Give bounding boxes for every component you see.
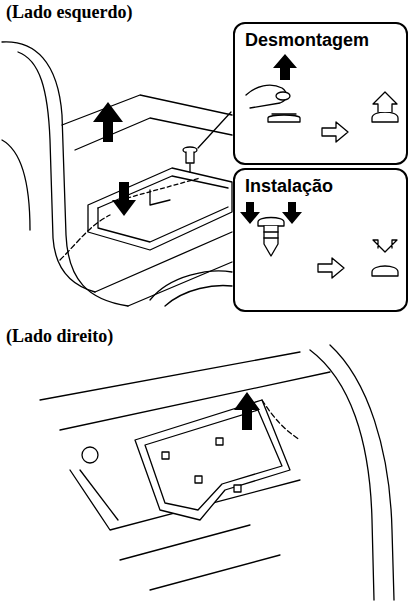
step-heading: Instalação — [243, 176, 335, 197]
callout-box: Instalação — [233, 168, 408, 312]
step-heading: Desmontagem — [243, 30, 371, 51]
callout-box: Desmontagem — [233, 22, 408, 165]
side-label: (Lado direito) — [4, 326, 115, 347]
side-label: (Lado esquerdo) — [4, 2, 135, 23]
